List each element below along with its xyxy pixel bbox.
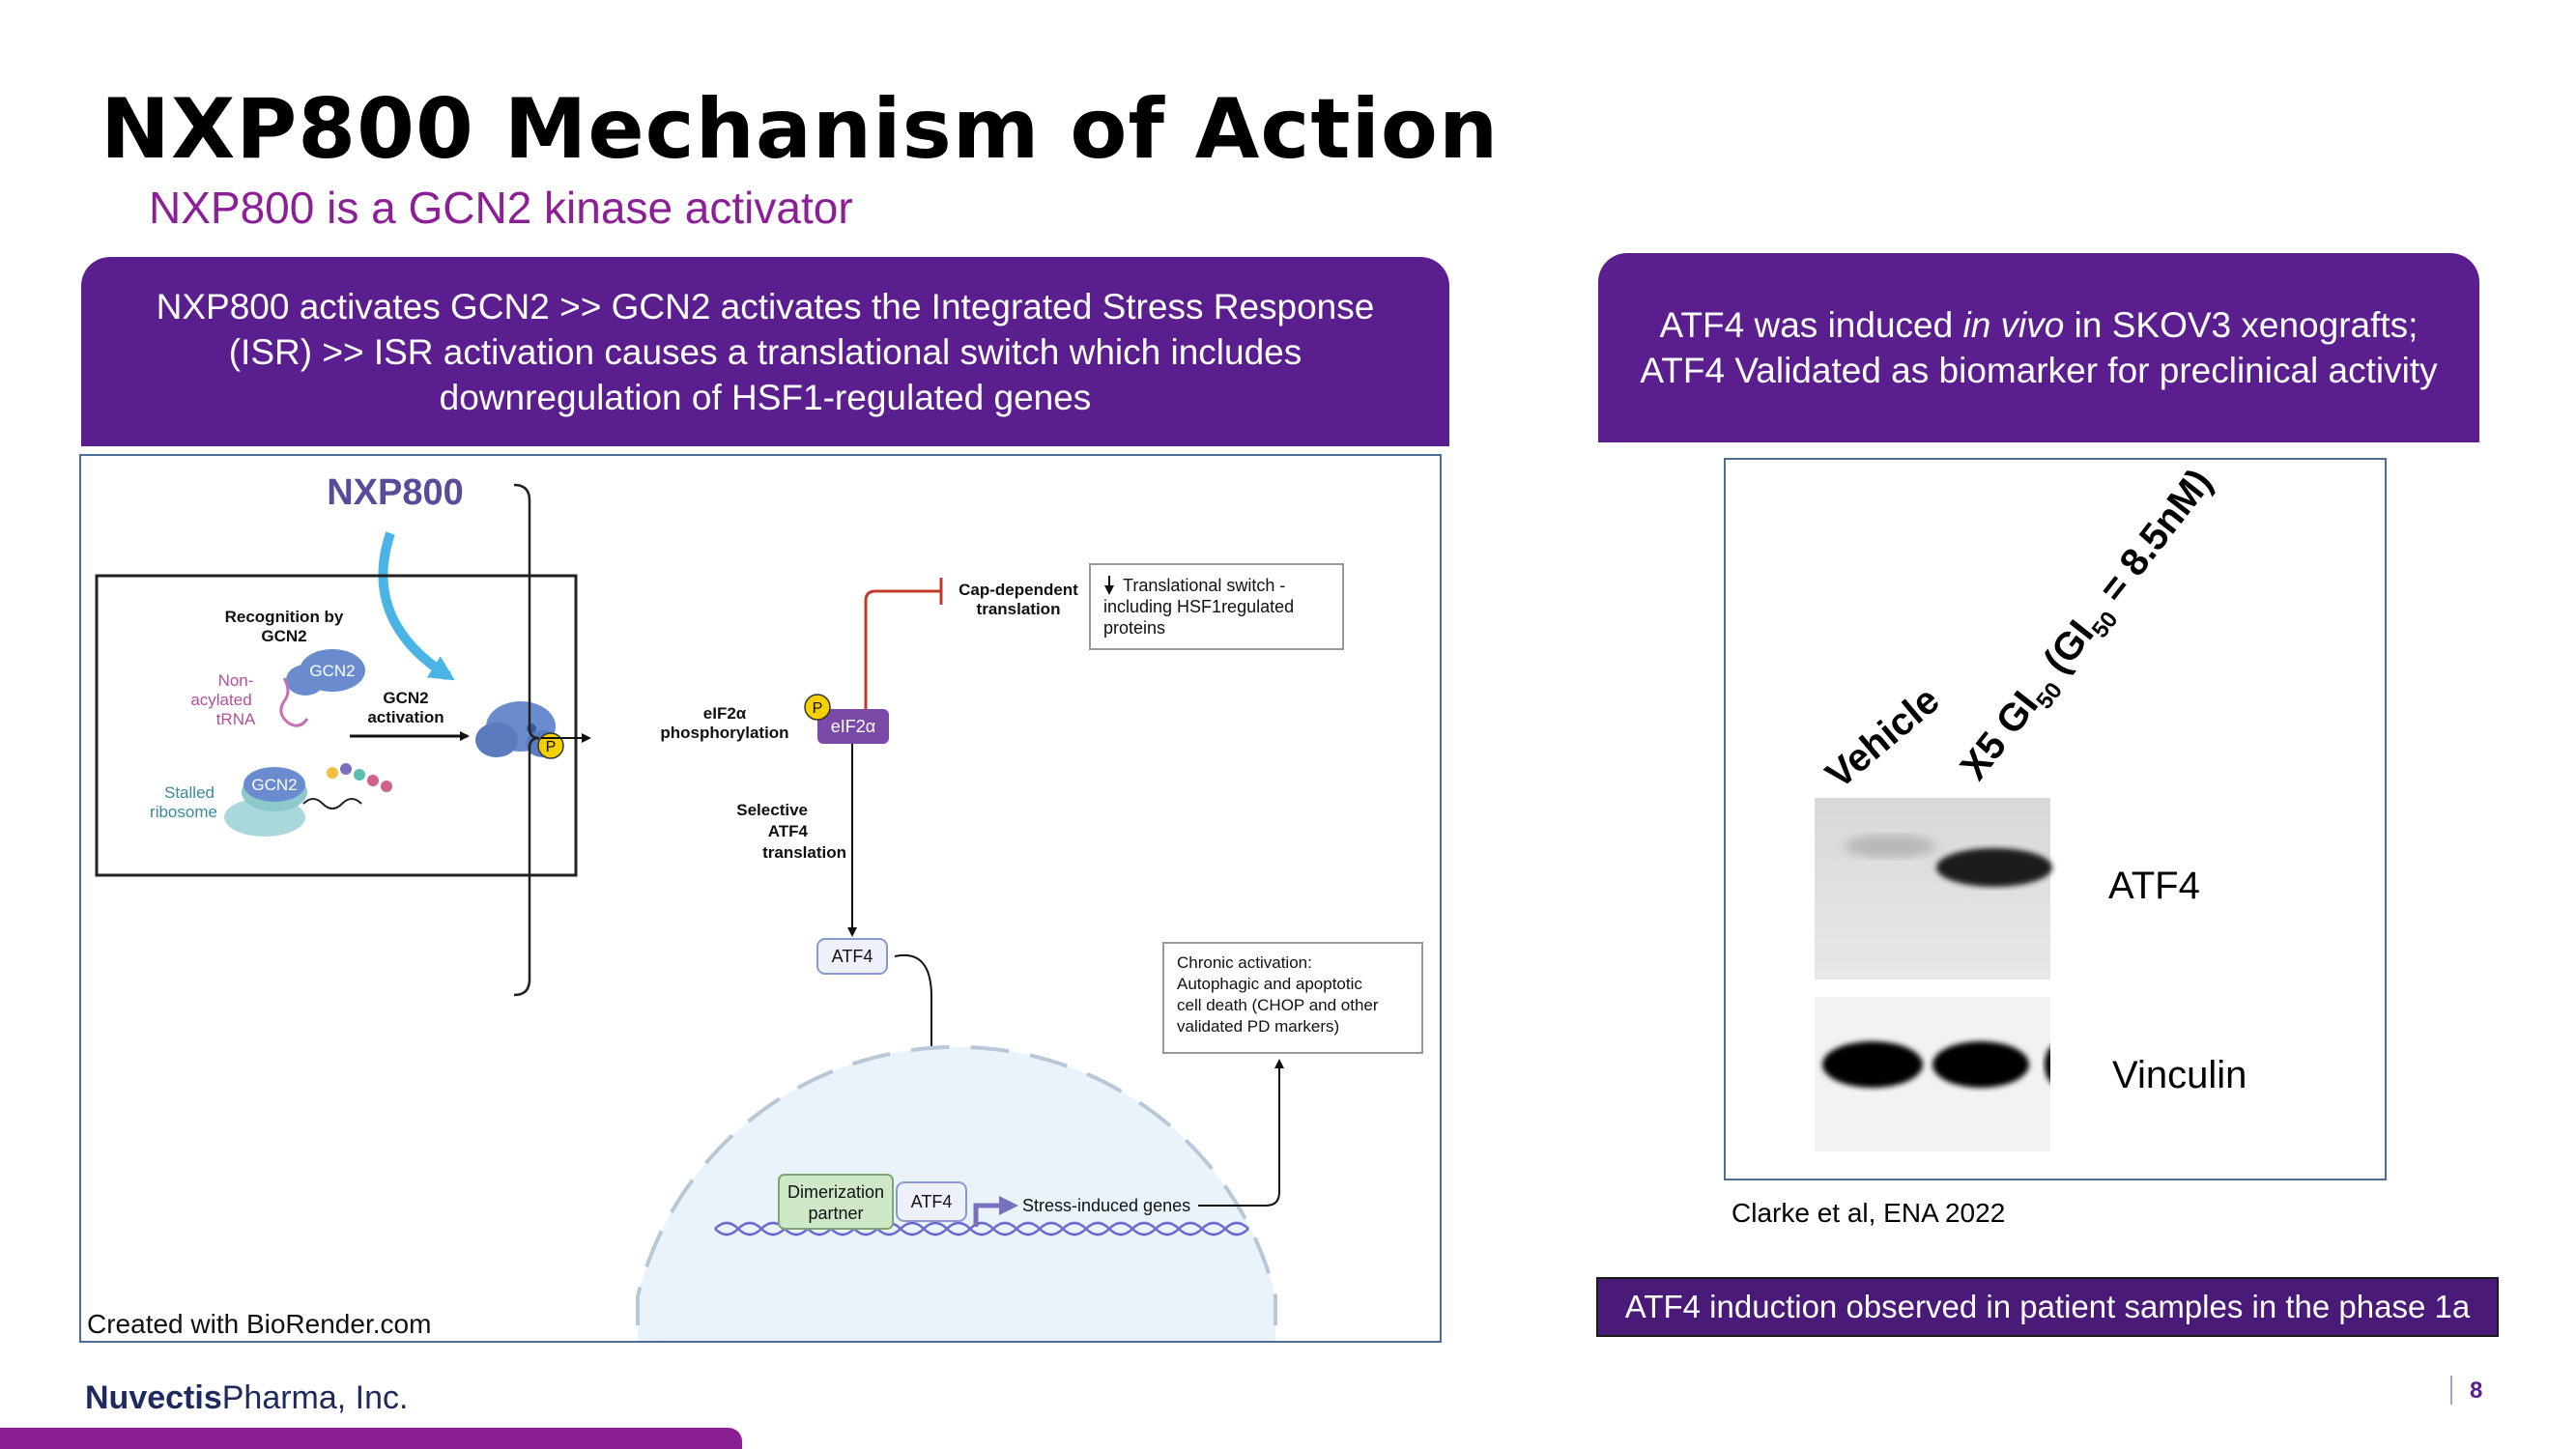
selective-atf4-label-3: translation [762,843,846,862]
dimerization-partner-line-2: partner [808,1204,863,1223]
mechanism-summary-banner: NXP800 activates GCN2 >> GCN2 activates … [81,257,1449,446]
atf4-banner-line-1: ATF4 was induced in vivo in SKOV3 xenogr… [1659,305,2419,345]
svg-text:GCN2: GCN2 [251,776,297,794]
chronic-activation-arrow [1198,1059,1284,1207]
translational-switch-line-1: Translational switch - [1123,576,1285,595]
western-blot-panel: Vehicle X5 GI50 (GI50 = 8.5nM) ATF4 Vinc… [1724,458,2387,1180]
vinculin-band-2 [1932,1041,2029,1088]
banner-line-2: (ISR) >> ISR activation causes a transla… [228,331,1302,372]
lane-label-x5: X5 GI50 (GI50 = 8.5nM) [1952,461,2225,791]
pathway-bracket [513,483,540,997]
stress-genes-label: Stress-induced genes [1022,1196,1190,1215]
dimerization-partner-line-1: Dimerization [787,1182,884,1202]
eif2a-phosphorylation-label-2: phosphorylation [660,724,788,742]
chronic-activation-box [1162,942,1423,1054]
translational-switch-line-2: including HSF1regulated [1103,597,1294,616]
nuclear-envelope [636,1044,1277,1325]
band-label-atf4: ATF4 [2108,865,2200,907]
chronic-activation-line-1: Chronic activation: [1177,953,1312,972]
gcn2-ribosome-icon: GCN2 [243,767,305,802]
citation: Clarke et al, ENA 2022 [1732,1198,2006,1228]
chronic-activation-line-2: Autophagic and apoptotic [1177,975,1362,993]
chronic-activation-line-4: validated PD markers) [1177,1017,1339,1036]
trna-icon [279,677,309,727]
company-logo: NuvectisPharma, Inc. [85,1379,409,1416]
gcn2-activation-label-1: GCN2 [383,689,428,707]
chronic-activation-line-3: cell death (CHOP and other [1177,996,1379,1014]
gcn2-activation-label-2: activation [367,708,444,726]
eif2a-phosphorylation-label-1: eIF2α [703,704,747,723]
atf4-summary-banner: ATF4 was induced in vivo in SKOV3 xenogr… [1598,253,2479,442]
band-label-vinculin: Vinculin [2112,1054,2247,1096]
translational-switch-box [1089,563,1344,650]
lane-label-vehicle: Vehicle [1818,679,1948,797]
phospho-label: P [546,739,557,755]
footer-accent-bar [0,1428,742,1449]
eif2a-box [817,709,889,744]
drug-label: NXP800 [327,472,464,513]
page-subtitle: NXP800 is a GCN2 kinase activator [149,183,853,233]
patient-samples-note: ATF4 induction observed in patient sampl… [1596,1277,2499,1337]
atf4-dna-box [896,1181,967,1222]
eif2a-phospho-label: P [813,700,823,717]
banner-line-1: NXP800 activates GCN2 >> GCN2 activates … [156,286,1375,327]
biorender-credit: Created with BioRender.com [87,1309,431,1339]
atf4-banner-line-2: ATF4 Validated as biomarker for preclini… [1640,351,2438,390]
cap-dependent-label-1: Cap-dependent [959,581,1078,599]
page-number-divider [2450,1376,2452,1405]
svg-text:GCN2: GCN2 [309,662,355,680]
stalled-ribosome-label-2: ribosome [150,803,217,821]
banner-line-3: downregulation of HSF1-regulated genes [439,377,1092,417]
translational-switch-line-3: proteins [1103,618,1165,638]
atf4-label: ATF4 [832,947,873,966]
atf4-dna-label: ATF4 [911,1192,953,1211]
inhibition-line [864,589,941,709]
atf4-band-treated [1936,848,2052,887]
atf4-blot-membrane [1815,798,2050,980]
selective-atf4-label-1: Selective [736,801,808,819]
cap-dependent-label-2: translation [977,600,1061,618]
page-title: NXP800 Mechanism of Action [100,81,1500,178]
gcn2-protein-icon: GCN2 [286,649,365,696]
recognition-label-1: Recognition by [225,608,344,626]
nuclear-import-arrow [894,953,936,1177]
non-acylated-label-1: Non- [218,671,254,690]
recognition-label-2: GCN2 [261,627,306,645]
peptide-chain-icon [327,763,392,792]
non-acylated-label-2: acylated [190,691,251,709]
page-number: 8 [2470,1378,2483,1404]
dimerization-partner-box [778,1174,894,1230]
gcn2-activation-box [95,574,578,877]
mrna-strand [302,798,362,810]
selective-atf4-label-2: ATF4 [768,822,809,840]
atf4-box [816,938,888,975]
mechanism-diagram: NXP800 Recognition by GCN2 GCN2 Non- acy… [79,454,1442,1343]
transcription-start-arrow [973,1196,1018,1227]
stalled-ribosome-label-1: Stalled [164,783,215,802]
non-acylated-label-3: tRNA [216,710,256,728]
western-blot-svg: Vehicle X5 GI50 (GI50 = 8.5nM) ATF4 Vinc… [1815,461,2247,1155]
eif2a-phospho-marker [804,694,831,721]
atf4-band-vehicle [1844,835,1936,858]
vinculin-band-1 [1822,1041,1923,1088]
phospho-marker [537,732,564,759]
eif2a-label: eIF2α [831,717,875,736]
drug-binding-arrow [378,531,455,681]
mechanism-diagram-svg: NXP800 Recognition by GCN2 GCN2 Non- acy… [87,472,1423,1341]
